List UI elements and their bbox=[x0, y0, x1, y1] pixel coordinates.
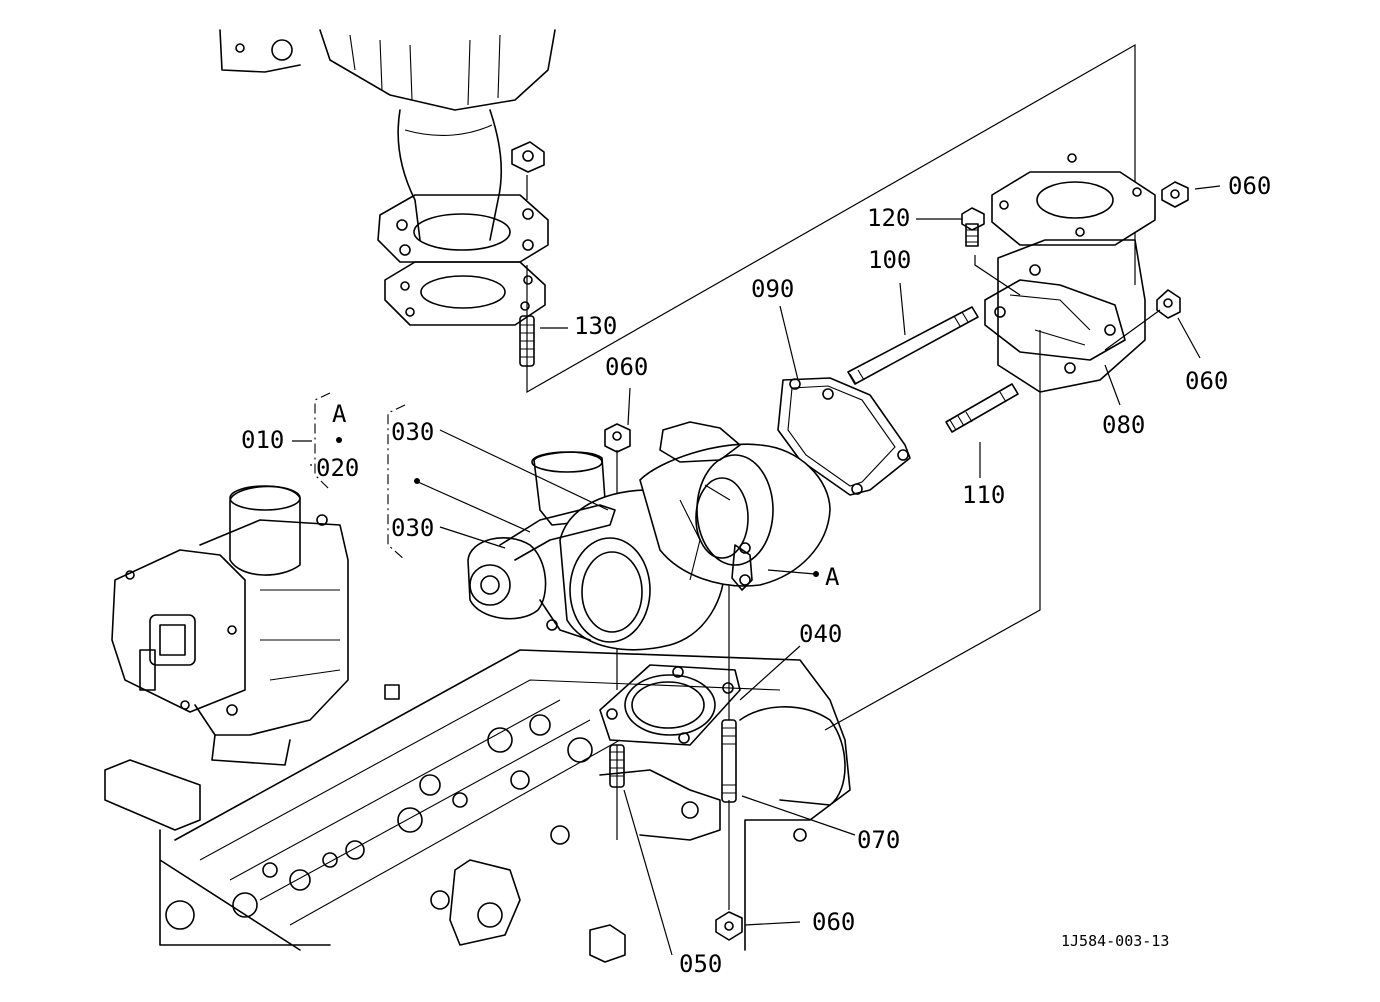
callout-060-bottom: 060 bbox=[812, 908, 855, 936]
callout-010: 010 bbox=[241, 426, 284, 454]
group-brackets bbox=[314, 392, 406, 561]
exhaust-elbow bbox=[984, 153, 1156, 393]
callout-130: 130 bbox=[574, 312, 617, 340]
throttle-body bbox=[111, 485, 349, 766]
bolt-120 bbox=[961, 207, 985, 247]
turbocharger bbox=[467, 421, 831, 651]
ref-label-a-right: A bbox=[825, 563, 840, 591]
callout-040: 040 bbox=[799, 620, 842, 648]
stud-100 bbox=[847, 306, 979, 385]
callout-030-lower: 030 bbox=[391, 514, 434, 542]
cylinder-head bbox=[104, 649, 851, 963]
callout-090: 090 bbox=[751, 275, 794, 303]
callout-110: 110 bbox=[962, 481, 1005, 509]
exhaust-pipe-assembly bbox=[219, 29, 556, 367]
ref-dot-leader-030 bbox=[414, 478, 420, 484]
callout-060-turbo: 060 bbox=[605, 353, 648, 381]
callout-leaders bbox=[292, 185, 1221, 956]
callout-060-elbow-side: 060 bbox=[1185, 367, 1228, 395]
stud-110 bbox=[945, 383, 1019, 433]
assembly-lines bbox=[526, 43, 1161, 910]
ref-label-a-upper: A bbox=[332, 400, 347, 428]
callout-070: 070 bbox=[857, 826, 900, 854]
drawing-code: 1J584-003-13 bbox=[1061, 932, 1169, 950]
callout-030-upper: 030 bbox=[391, 418, 434, 446]
callout-020: 020 bbox=[316, 454, 359, 482]
stud-050 bbox=[609, 744, 625, 788]
nut-060-bottom bbox=[715, 911, 743, 941]
callout-060-elbow-top: 060 bbox=[1228, 172, 1271, 200]
gasket-040 bbox=[599, 664, 741, 746]
gasket-090 bbox=[777, 377, 911, 496]
callout-050: 050 bbox=[679, 950, 722, 978]
part-callouts: 060 060 080 120 100 090 110 130 060 010 … bbox=[241, 172, 1271, 978]
callout-100: 100 bbox=[868, 246, 911, 274]
ref-dot-a-right bbox=[813, 571, 819, 577]
callout-080: 080 bbox=[1102, 411, 1145, 439]
callout-120: 120 bbox=[867, 204, 910, 232]
nut-060-elbow-top bbox=[1161, 181, 1189, 208]
nut-060-elbow-side bbox=[1156, 289, 1181, 319]
ref-dot-a-upper bbox=[336, 437, 342, 443]
stud-070 bbox=[721, 719, 737, 803]
